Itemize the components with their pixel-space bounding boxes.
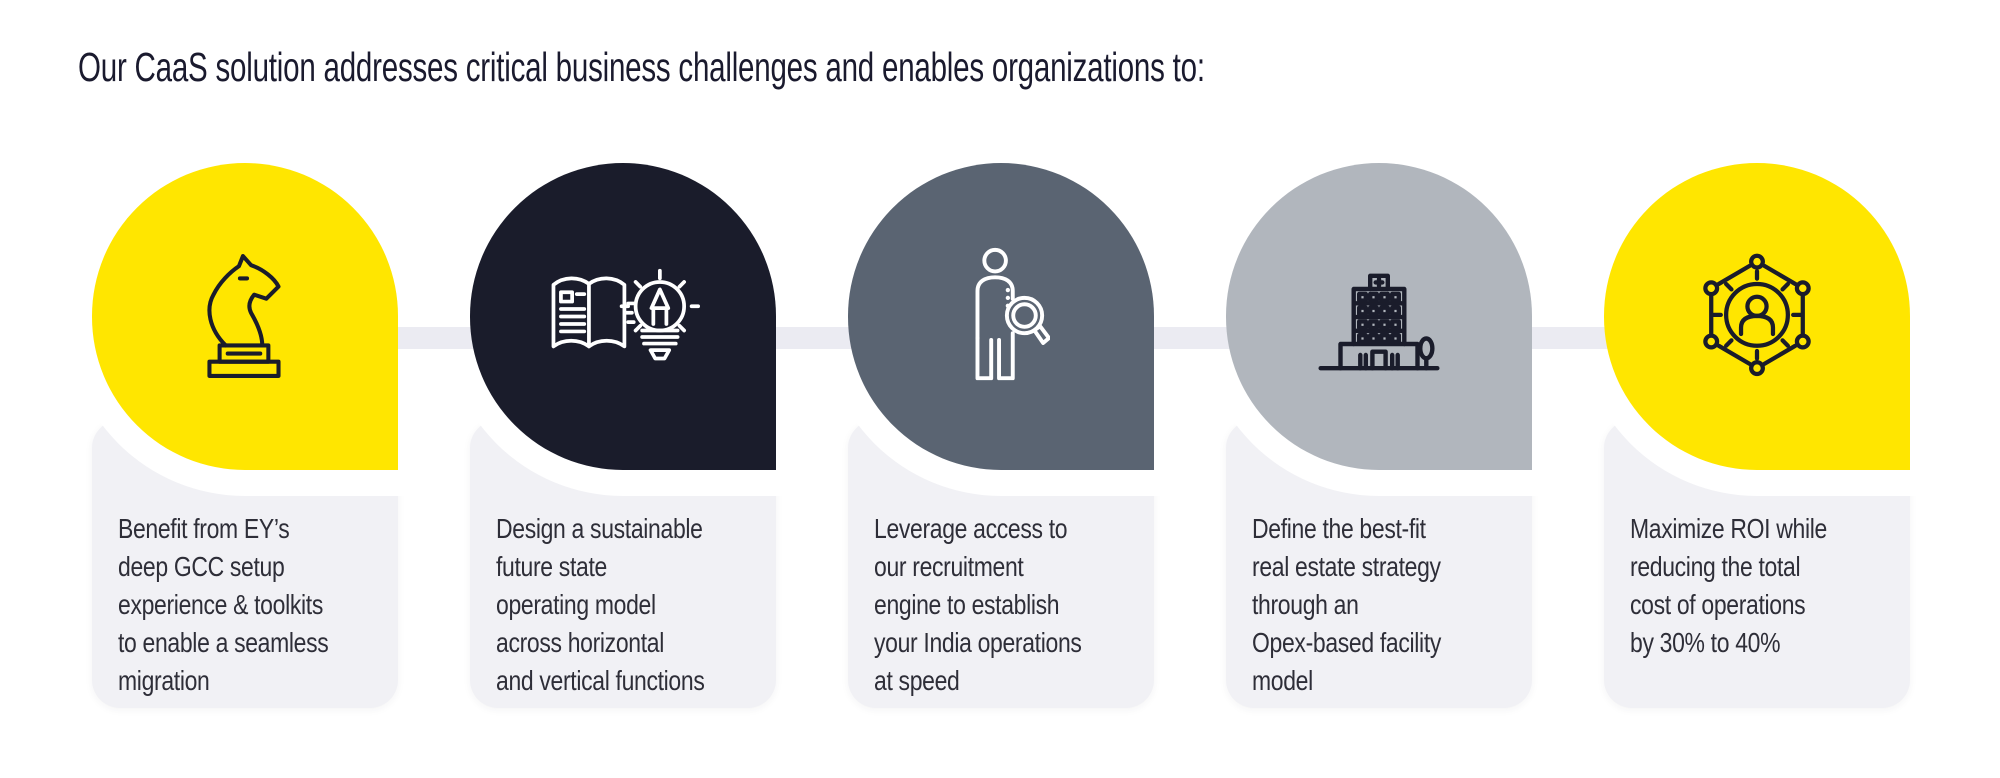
benefit-card-real-estate: Define the best-fit real estate strategy…	[1200, 137, 1558, 708]
benefit-card-roi: Maximize ROI while reducing the total co…	[1578, 137, 1936, 708]
benefit-text: Define the best-fit real estate strategy…	[1252, 513, 1442, 696]
icon-bubble	[1604, 163, 1910, 470]
benefit-text: Benefit from EY’s deep GCC setup experie…	[118, 513, 329, 696]
person-network-icon	[1703, 253, 1811, 376]
chess-knight-icon	[207, 253, 281, 378]
cards-row: Benefit from EY’s deep GCC setup experie…	[66, 137, 1936, 708]
icon-bubble	[92, 163, 398, 470]
page-title: Our CaaS solution addresses critical bus…	[78, 44, 1205, 90]
benefit-text: Design a sustainable future state operat…	[496, 513, 705, 696]
icon-bubble	[848, 163, 1154, 470]
book-lightbulb-icon	[551, 268, 700, 361]
benefit-text: Leverage access to our recruitment engin…	[874, 513, 1082, 696]
icon-bubble	[1226, 163, 1532, 470]
benefit-text: Maximize ROI while reducing the total co…	[1630, 513, 1827, 658]
benefit-card-gcc-setup: Benefit from EY’s deep GCC setup experie…	[66, 137, 424, 708]
building-icon	[1318, 273, 1440, 371]
benefit-card-operating-model: Design a sustainable future state operat…	[444, 137, 802, 708]
icon-bubble	[470, 163, 776, 470]
person-magnifier-icon	[975, 247, 1050, 381]
benefit-card-recruitment: Leverage access to our recruitment engin…	[822, 137, 1180, 708]
